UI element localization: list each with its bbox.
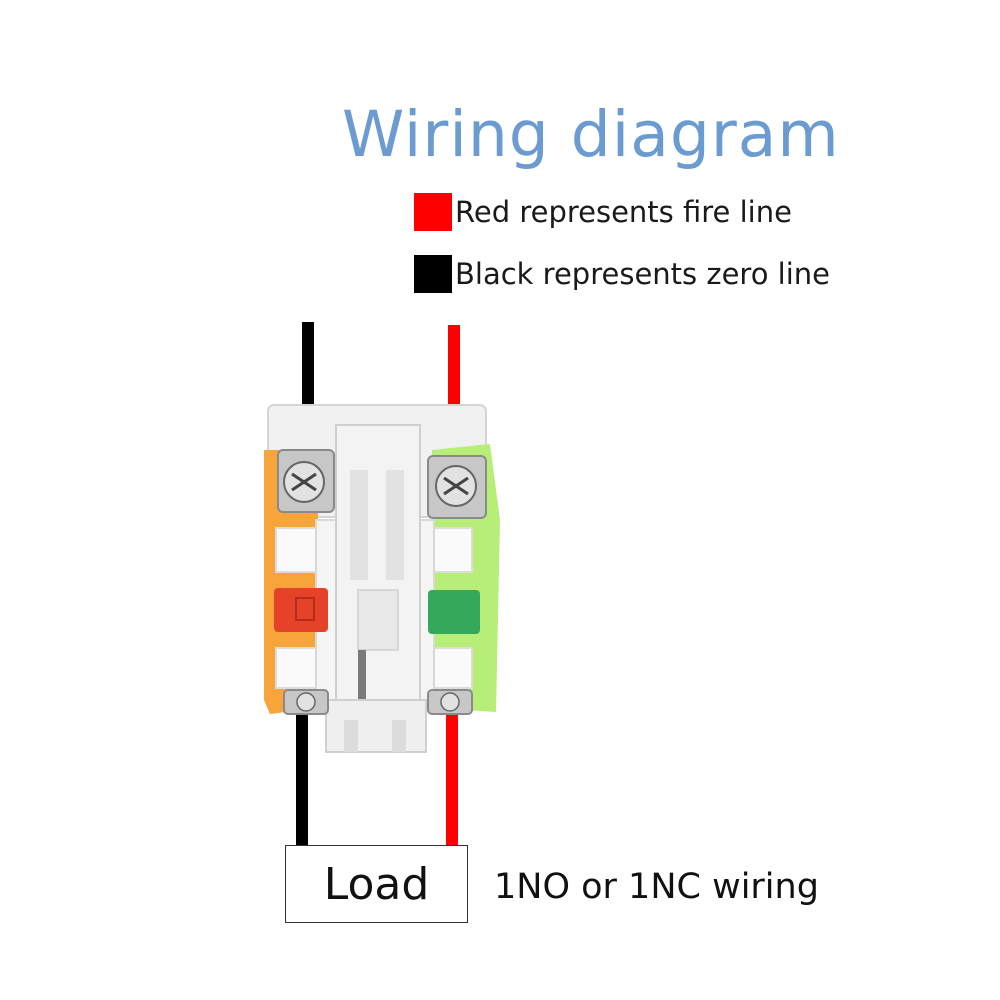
legend-item-black: Black represents zero line [414, 254, 830, 294]
load-label: Load [323, 858, 430, 910]
no-button [428, 590, 480, 634]
zero-wire-bottom [296, 715, 308, 847]
wiring-caption: 1NO or 1NC wiring [494, 867, 819, 907]
nc-button [274, 588, 328, 632]
screw-terminal-icon [277, 449, 335, 513]
screw-terminal-icon [283, 689, 329, 715]
legend-label-black: Black represents zero line [455, 257, 831, 291]
screw-terminal-icon [427, 455, 487, 519]
diagram-title: Wiring diagram [342, 98, 840, 171]
contact-block-icon [264, 404, 500, 753]
black-swatch [414, 255, 452, 293]
load-box: Load [285, 845, 468, 923]
screw-terminal-icon [427, 689, 473, 715]
legend-label-red: Red represents fire line [455, 195, 792, 229]
red-swatch [414, 193, 452, 231]
legend-item-red: Red represents fire line [414, 192, 792, 232]
fire-wire-bottom [446, 715, 458, 847]
